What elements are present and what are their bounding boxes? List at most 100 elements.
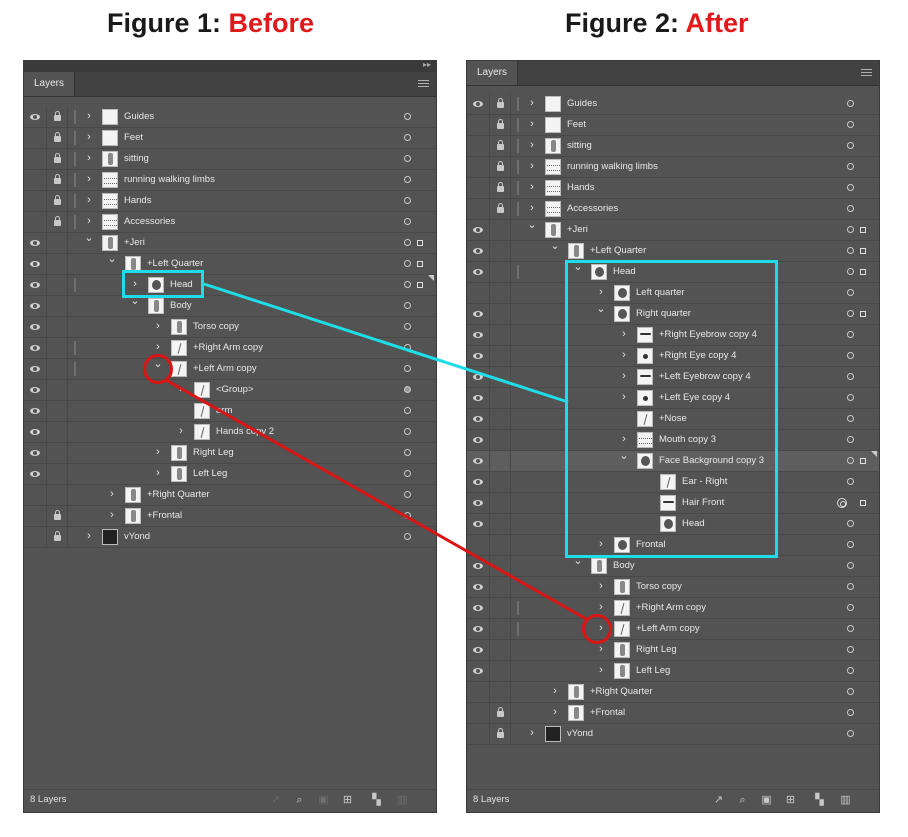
chevron-right-icon[interactable]: › bbox=[530, 139, 534, 151]
target-icon[interactable] bbox=[847, 373, 854, 380]
layer-row[interactable]: ⌄+Jeri bbox=[467, 220, 879, 241]
lock-toggle[interactable] bbox=[490, 619, 511, 639]
target-icon[interactable] bbox=[404, 512, 411, 519]
target-icon[interactable] bbox=[847, 226, 854, 233]
lock-toggle[interactable] bbox=[47, 527, 68, 547]
target-icon[interactable] bbox=[847, 709, 854, 716]
panel-menu-icon[interactable] bbox=[418, 80, 429, 88]
chevron-right-icon[interactable]: › bbox=[156, 341, 160, 353]
layer-row[interactable]: ›Hands bbox=[467, 178, 879, 199]
visibility-toggle[interactable] bbox=[467, 724, 490, 744]
target-icon[interactable] bbox=[847, 394, 854, 401]
visibility-toggle[interactable] bbox=[24, 128, 47, 148]
layer-row[interactable]: ⌄+Left Quarter bbox=[24, 254, 436, 275]
lock-toggle[interactable] bbox=[47, 254, 68, 274]
layer-name[interactable]: sitting bbox=[567, 140, 592, 151]
layer-row[interactable]: ⌄+Jeri bbox=[24, 233, 436, 254]
chevron-down-icon[interactable]: ⌄ bbox=[619, 450, 629, 462]
visibility-toggle[interactable] bbox=[467, 199, 490, 219]
layer-row[interactable]: ›+Left Arm copy bbox=[467, 619, 879, 640]
layer-row[interactable]: ⌄+Left Arm copy bbox=[24, 359, 436, 380]
tab-layers[interactable]: Layers bbox=[467, 61, 519, 85]
layer-name[interactable]: +Right Eyebrow copy 4 bbox=[659, 329, 757, 340]
layer-name[interactable]: Head bbox=[682, 518, 705, 529]
lock-toggle[interactable] bbox=[47, 464, 68, 484]
chevron-right-icon[interactable]: › bbox=[87, 215, 91, 227]
lock-toggle[interactable] bbox=[490, 430, 511, 450]
visibility-toggle[interactable] bbox=[24, 296, 47, 316]
target-icon[interactable] bbox=[847, 289, 854, 296]
lock-toggle[interactable] bbox=[490, 493, 511, 513]
layer-name[interactable]: Face Background copy 3 bbox=[659, 455, 765, 466]
layer-name[interactable]: sitting bbox=[124, 153, 149, 164]
clipping-mask-icon[interactable]: ▣ bbox=[318, 794, 329, 806]
lock-toggle[interactable] bbox=[47, 296, 68, 316]
layer-name[interactable]: Head bbox=[170, 279, 193, 290]
chevron-right-icon[interactable]: › bbox=[133, 278, 137, 290]
chevron-right-icon[interactable]: › bbox=[530, 118, 534, 130]
layer-row[interactable]: ›+Frontal bbox=[467, 703, 879, 724]
target-icon[interactable] bbox=[847, 436, 854, 443]
chevron-right-icon[interactable]: › bbox=[110, 488, 114, 500]
visibility-toggle[interactable] bbox=[467, 619, 490, 639]
target-icon[interactable] bbox=[847, 604, 854, 611]
chevron-right-icon[interactable]: › bbox=[156, 446, 160, 458]
chevron-right-icon[interactable]: › bbox=[622, 433, 626, 445]
visibility-toggle[interactable] bbox=[467, 598, 490, 618]
chevron-right-icon[interactable]: › bbox=[87, 530, 91, 542]
layer-name[interactable]: +Left Quarter bbox=[147, 258, 204, 269]
layer-name[interactable]: Ear - Right bbox=[682, 476, 728, 487]
layer-name[interactable]: Hands bbox=[567, 182, 595, 193]
chevron-right-icon[interactable]: › bbox=[530, 97, 534, 109]
target-icon[interactable] bbox=[404, 407, 411, 414]
visibility-toggle[interactable] bbox=[24, 506, 47, 526]
visibility-toggle[interactable] bbox=[467, 493, 490, 513]
target-icon[interactable] bbox=[847, 268, 854, 275]
new-layer-icon[interactable]: ▚ bbox=[372, 794, 381, 806]
layer-row[interactable]: ›Accessories bbox=[24, 212, 436, 233]
layer-name[interactable]: +Left Arm copy bbox=[193, 363, 257, 374]
chevron-right-icon[interactable]: › bbox=[156, 320, 160, 332]
target-icon[interactable] bbox=[847, 667, 854, 674]
lock-toggle[interactable] bbox=[490, 262, 511, 282]
layer-row[interactable]: ›vYond bbox=[467, 724, 879, 745]
layer-row[interactable]: ›Hands copy 2 bbox=[24, 422, 436, 443]
visibility-toggle[interactable] bbox=[467, 703, 490, 723]
layer-name[interactable]: <Group> bbox=[216, 384, 254, 395]
layer-name[interactable]: +Left Eyebrow copy 4 bbox=[659, 371, 751, 382]
target-icon[interactable] bbox=[404, 155, 411, 162]
layer-row[interactable]: ›vYond bbox=[24, 527, 436, 548]
lock-toggle[interactable] bbox=[490, 598, 511, 618]
lock-toggle[interactable] bbox=[47, 380, 68, 400]
visibility-toggle[interactable] bbox=[467, 241, 490, 261]
chevron-right-icon[interactable]: › bbox=[530, 202, 534, 214]
visibility-toggle[interactable] bbox=[467, 514, 490, 534]
layer-name[interactable]: Right quarter bbox=[636, 308, 691, 319]
chevron-right-icon[interactable]: › bbox=[599, 286, 603, 298]
target-icon[interactable] bbox=[404, 302, 411, 309]
chevron-right-icon[interactable]: › bbox=[599, 601, 603, 613]
lock-toggle[interactable] bbox=[490, 556, 511, 576]
chevron-down-icon[interactable]: ⌄ bbox=[130, 295, 140, 307]
chevron-right-icon[interactable]: › bbox=[179, 383, 183, 395]
layer-name[interactable]: Guides bbox=[567, 98, 598, 109]
target-icon[interactable] bbox=[404, 449, 411, 456]
visibility-toggle[interactable] bbox=[467, 682, 490, 702]
layer-row[interactable]: ›Left Leg bbox=[24, 464, 436, 485]
lock-toggle[interactable] bbox=[490, 703, 511, 723]
chevron-right-icon[interactable]: › bbox=[599, 664, 603, 676]
visibility-toggle[interactable] bbox=[467, 535, 490, 555]
target-icon[interactable] bbox=[847, 562, 854, 569]
layer-name[interactable]: +Left Arm copy bbox=[636, 623, 700, 634]
target-icon[interactable] bbox=[847, 184, 854, 191]
visibility-toggle[interactable] bbox=[467, 157, 490, 177]
visibility-toggle[interactable] bbox=[24, 170, 47, 190]
visibility-toggle[interactable] bbox=[24, 359, 47, 379]
visibility-toggle[interactable] bbox=[24, 233, 47, 253]
layer-row[interactable]: ⌄Body bbox=[24, 296, 436, 317]
visibility-toggle[interactable] bbox=[467, 367, 490, 387]
layer-row[interactable]: ›Torso copy bbox=[24, 317, 436, 338]
lock-toggle[interactable] bbox=[47, 422, 68, 442]
chevron-right-icon[interactable]: › bbox=[622, 328, 626, 340]
layer-row[interactable]: ›Left quarter bbox=[467, 283, 879, 304]
